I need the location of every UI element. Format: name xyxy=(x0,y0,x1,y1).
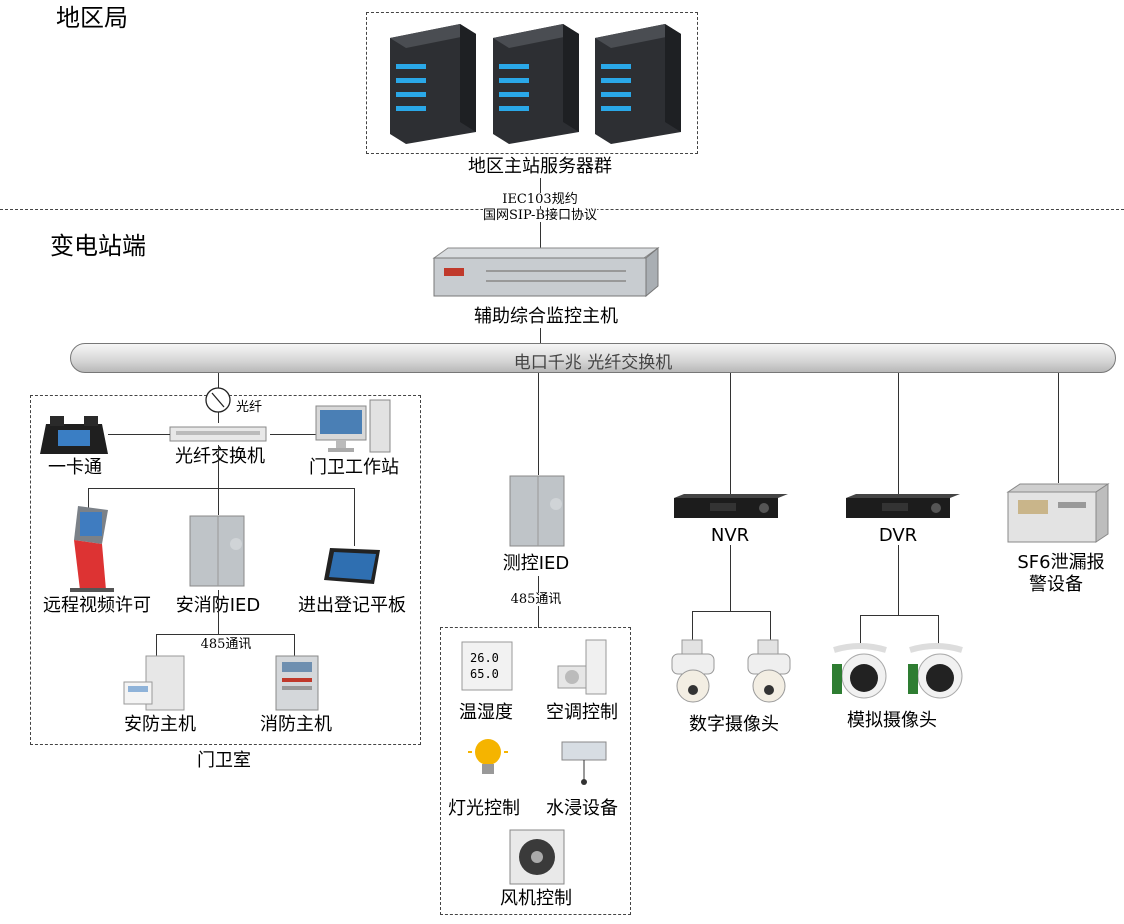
fiber-switch-label: 光纤交换机 xyxy=(175,446,265,467)
sf6-label-line1: SF6泄漏报 xyxy=(1017,552,1105,573)
server-group-label: 地区主站服务器群 xyxy=(468,156,612,177)
water-sensor-icon xyxy=(561,741,607,785)
sf6-alarm-device-icon xyxy=(1006,483,1110,543)
bus-label: 电口千兆 光纤交换机 xyxy=(513,353,673,373)
nvr-label: NVR xyxy=(710,525,750,546)
guard-room-title: 门卫室 xyxy=(197,750,251,771)
server-icon xyxy=(493,24,579,144)
tablet-label: 进出登记平板 xyxy=(298,595,406,616)
measure-ied-line xyxy=(538,373,539,475)
video-kiosk-icon xyxy=(70,506,114,592)
dvr-recorder-icon xyxy=(846,494,960,518)
fire-host-icon xyxy=(275,655,319,711)
region-title-substation: 变电站端 xyxy=(50,232,146,260)
nvr-camera-hline xyxy=(692,611,770,612)
registration-tablet-icon xyxy=(324,548,380,584)
nvr-cam2-drop xyxy=(770,611,771,641)
fire-host-label: 消防主机 xyxy=(260,714,332,735)
server-icon xyxy=(595,24,681,144)
analog-camera-label: 模拟摄像头 xyxy=(847,710,937,731)
fan-control-label: 风机控制 xyxy=(500,888,572,909)
one-card-terminal-icon xyxy=(40,416,108,454)
temp-display-1: 26.0 xyxy=(470,651,499,665)
digital-dome-camera-icon xyxy=(747,639,791,703)
nvr-cam1-drop xyxy=(692,611,693,641)
switch-ied-line xyxy=(218,445,219,515)
ac-control-label: 空调控制 xyxy=(546,702,618,723)
monitoring-host-icon xyxy=(432,246,660,298)
sf6-label-line2: 警设备 xyxy=(1029,574,1083,595)
fan-icon xyxy=(509,829,565,885)
nvr-recorder-icon xyxy=(674,494,788,518)
remote-video-label: 远程视频许可 xyxy=(43,595,151,616)
host-bus-line xyxy=(540,328,541,344)
tablet-drop xyxy=(354,488,355,546)
temp-humidity-label: 温湿度 xyxy=(459,702,513,723)
temp-humidity-sensor-icon: 26.0 65.0 xyxy=(461,641,513,691)
server-group-box xyxy=(366,12,698,154)
analog-dome-camera-icon xyxy=(908,643,963,699)
digital-dome-camera-icon xyxy=(671,639,715,703)
dvr-line xyxy=(898,373,899,495)
temp-display-2: 65.0 xyxy=(470,667,499,681)
region-title-district: 地区局 xyxy=(56,4,128,32)
measure-ied-label: 测控IED xyxy=(502,553,570,574)
sf6-line xyxy=(1058,373,1059,483)
nvr-camera-line xyxy=(730,545,731,611)
analog-dome-camera-icon xyxy=(832,643,887,699)
measure-ied-cabinet-icon xyxy=(509,475,565,547)
light-control-label: 灯光控制 xyxy=(448,798,520,819)
monitoring-host-label: 辅助综合监控主机 xyxy=(474,306,618,327)
gigabit-fiber-switch-bus: 电口千兆 光纤交换机 xyxy=(70,343,1116,373)
guard-485-hline xyxy=(156,634,294,635)
air-conditioner-icon xyxy=(557,639,607,695)
one-card-label: 一卡通 xyxy=(48,457,102,478)
dvr-camera-line xyxy=(898,545,899,615)
protocol-line2: 国网SIP-B接口协议 xyxy=(482,208,598,223)
digital-camera-label: 数字摄像头 xyxy=(689,714,779,735)
water-device-label: 水浸设备 xyxy=(546,798,618,819)
workstation-link-line xyxy=(270,434,316,435)
fiber-symbol-icon xyxy=(205,387,231,413)
guard-workstation-label: 门卫工作站 xyxy=(309,457,399,478)
measure-devices-box xyxy=(440,627,631,915)
fire-host-drop xyxy=(294,634,295,656)
dvr-camera-hline xyxy=(860,615,938,616)
one-card-link-line xyxy=(108,434,170,435)
fiber-label: 光纤 xyxy=(236,400,263,415)
remote-video-drop xyxy=(88,488,89,508)
guard-485-label: 485通讯 xyxy=(200,637,252,652)
nvr-line xyxy=(730,373,731,495)
measure-485-label: 485通讯 xyxy=(510,592,562,607)
server-rack-icons xyxy=(390,24,681,144)
light-bulb-icon xyxy=(468,739,508,774)
server-icon xyxy=(390,24,476,144)
dvr-cam1-drop xyxy=(860,615,861,645)
ied-485-line xyxy=(218,590,219,634)
fiber-switch-icon xyxy=(169,426,267,442)
security-host-icon xyxy=(123,655,185,711)
dvr-cam2-drop xyxy=(938,615,939,645)
security-ied-cabinet-icon xyxy=(189,515,245,587)
guard-row2-hline xyxy=(88,488,354,489)
dvr-label: DVR xyxy=(878,525,918,546)
security-host-label: 安防主机 xyxy=(124,714,196,735)
security-host-drop xyxy=(156,634,157,656)
guard-workstation-icon xyxy=(315,399,391,453)
protocol-line1: IEC103规约 xyxy=(502,192,578,207)
